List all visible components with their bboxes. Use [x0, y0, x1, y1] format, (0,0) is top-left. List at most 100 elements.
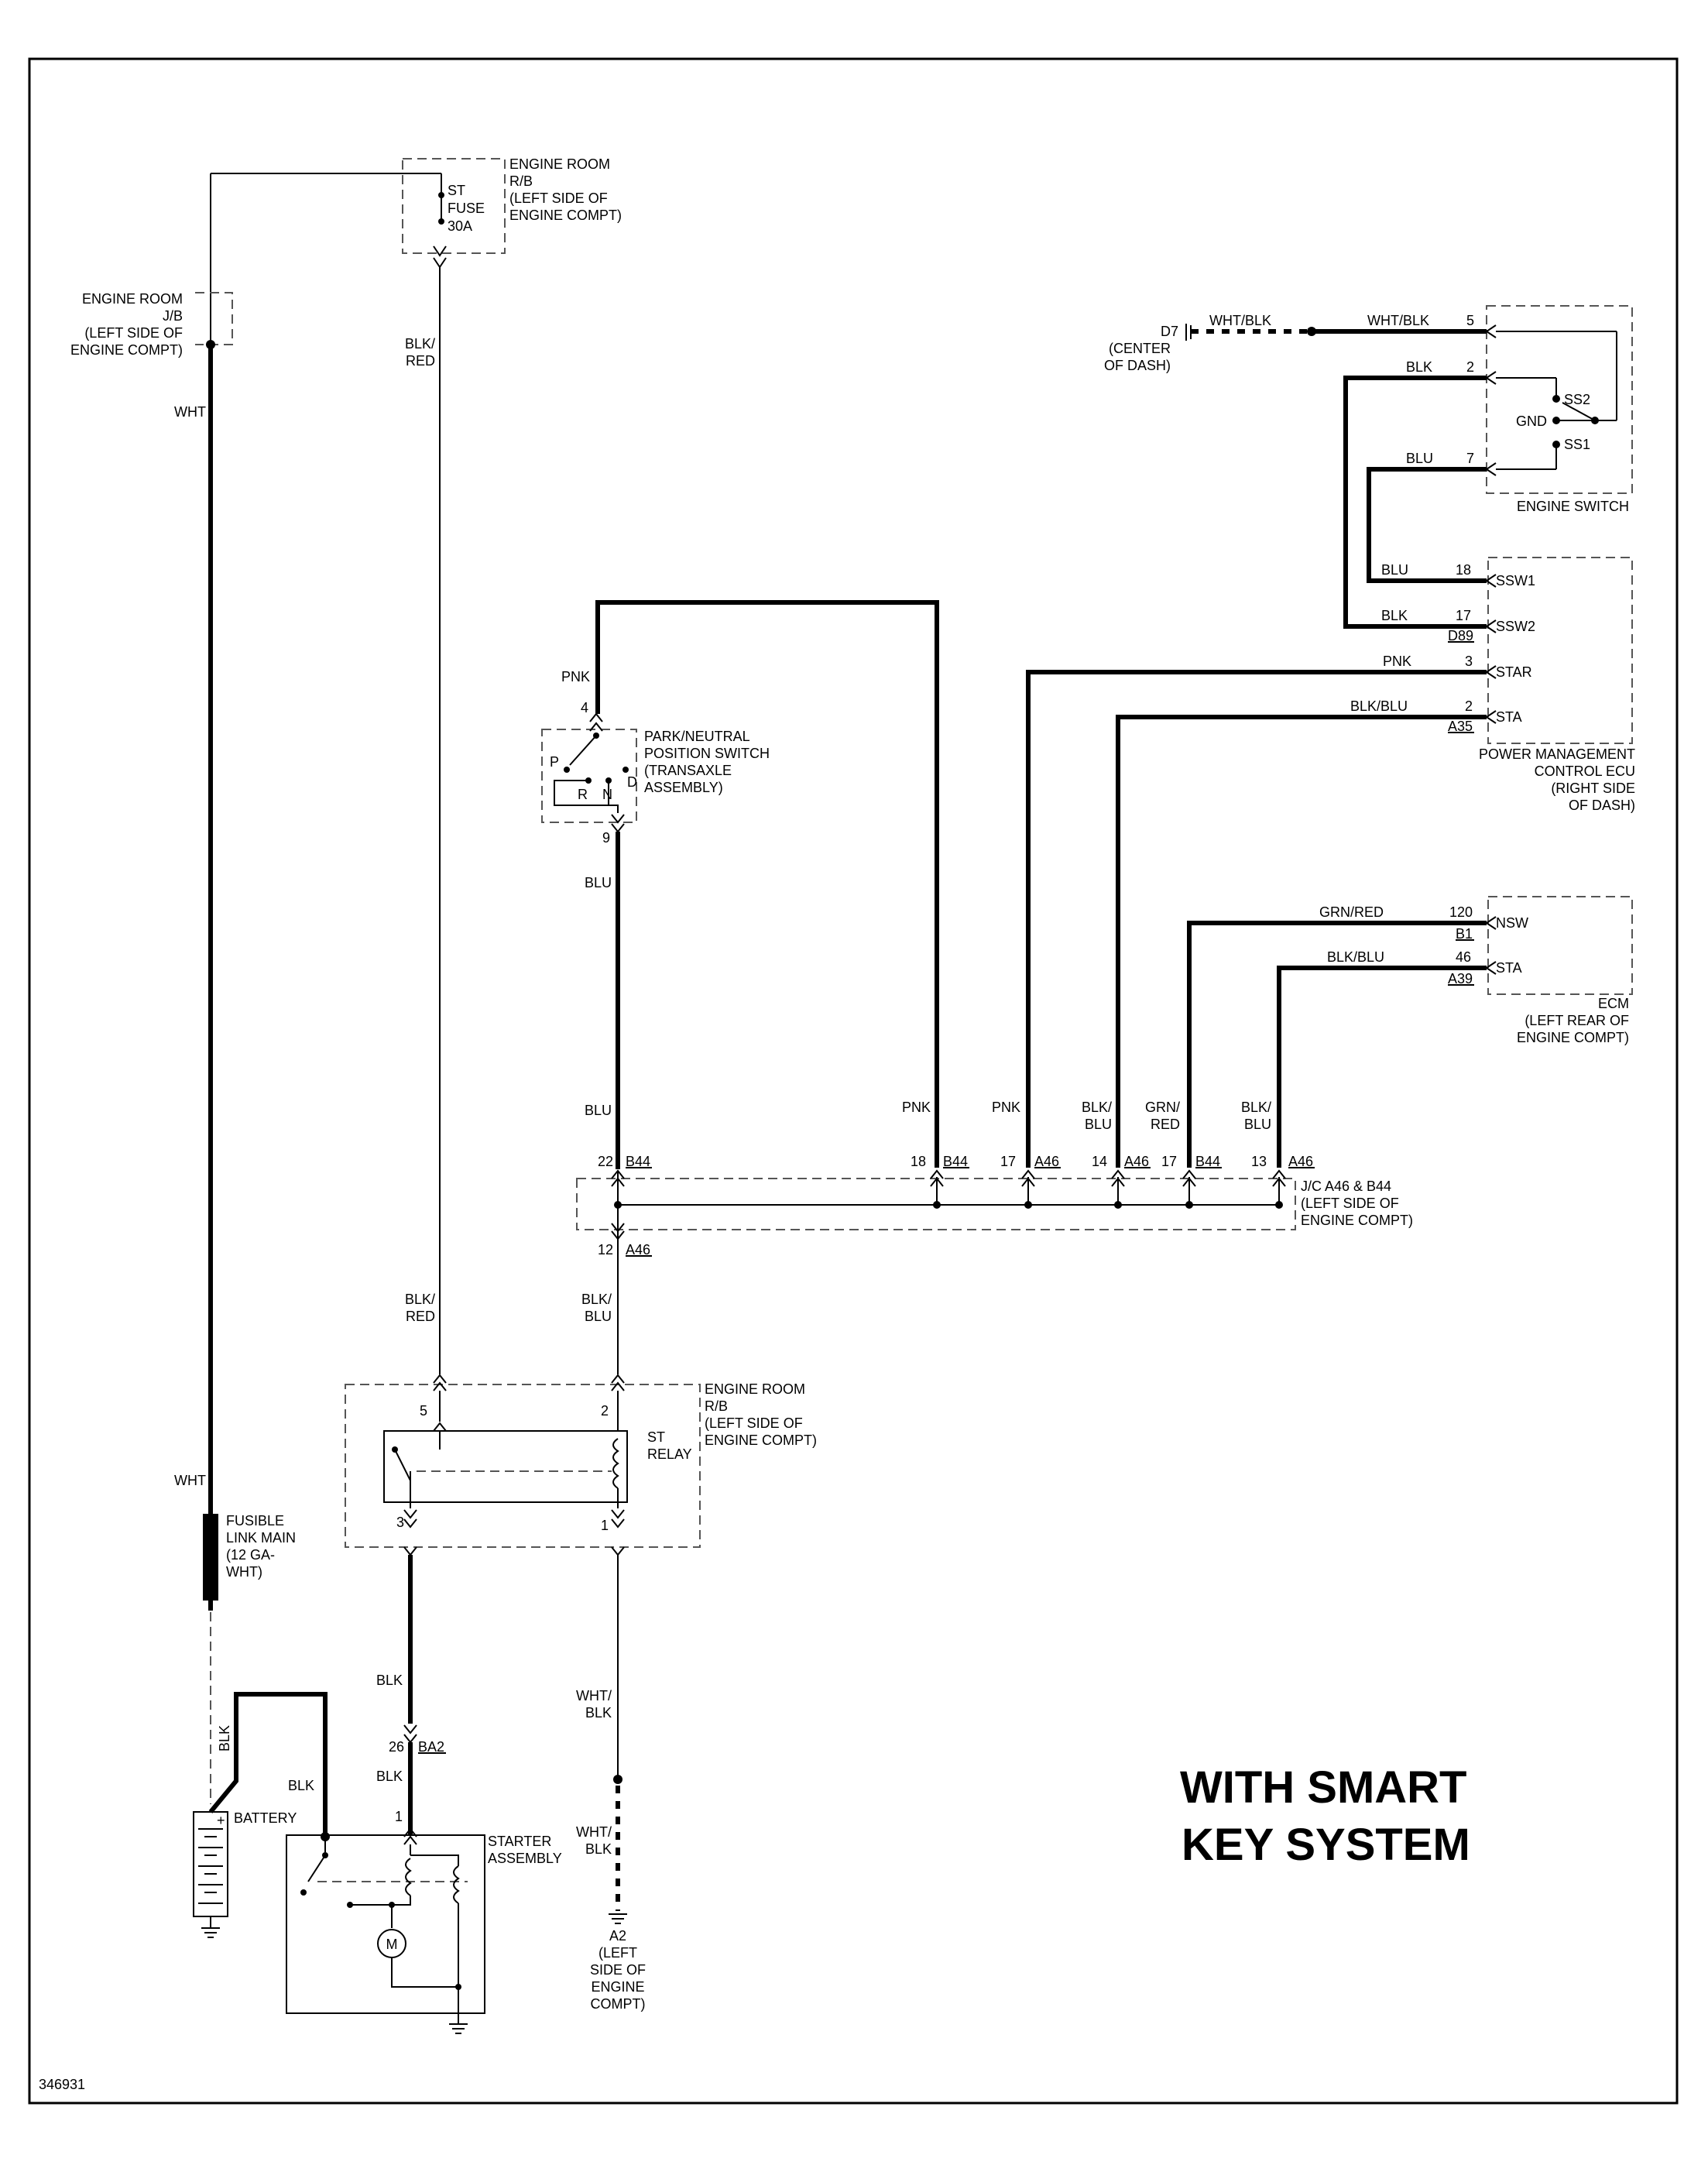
jc-label-1: J/C A46 & B44: [1301, 1179, 1391, 1194]
wire-label-blk-red-1a: BLK/: [405, 336, 435, 352]
jc-pin-17a: 17: [1000, 1154, 1016, 1169]
wire-label-blk-es2: BLK: [1406, 359, 1432, 375]
wire-label-blk-blu-ecm: BLK/BLU: [1327, 949, 1384, 965]
st-relay-label-2: RELAY: [647, 1446, 692, 1462]
ecm-conn-a39: A39: [1448, 971, 1473, 986]
wire-label-pnk-jc18: PNK: [902, 1100, 931, 1115]
wire-label-grn-red-jc17a: GRN/: [1145, 1100, 1180, 1115]
ecm-label-3: ENGINE COMPT): [1517, 1030, 1629, 1045]
park-neutral-position-switch: P R N D PARK/NEUTRAL POSITION SWITCH (TR…: [541, 712, 770, 833]
wire-label-blk-batt-1: BLK: [217, 1725, 232, 1752]
ecu-pin-ssw1: SSW1: [1496, 573, 1535, 588]
wire-label-blk-blu-jc13b: BLU: [1244, 1117, 1271, 1132]
a2-label-2: (LEFT: [598, 1945, 637, 1961]
a2-label-3: SIDE OF: [590, 1962, 646, 1978]
pms-label-3: (TRANSAXLE: [644, 763, 732, 778]
rb-relay-label-4: ENGINE COMPT): [705, 1432, 817, 1448]
jc-conn-a46-1: A46: [1034, 1154, 1059, 1169]
wire-label-wht-2: WHT: [174, 1473, 206, 1488]
rb-top-label-4: ENGINE COMPT): [509, 208, 622, 223]
wire-label-blu-es7: BLU: [1406, 451, 1433, 466]
es-pin-gnd: GND: [1516, 413, 1547, 429]
wire-label-blk-blu-relay-a: BLK/: [581, 1292, 612, 1307]
wire-label-blk-blu-relay-b: BLU: [585, 1309, 612, 1324]
relay-pin-2: 2: [601, 1403, 609, 1419]
wire-label-wht-blk-2: WHT/BLK: [1367, 313, 1429, 328]
ecm-pin-46: 46: [1456, 949, 1471, 965]
wire-label-wht-1: WHT: [174, 404, 206, 420]
ecu-conn-d89: D89: [1448, 628, 1473, 643]
starter-conn-ba2: BA2: [418, 1739, 444, 1755]
pms-label-2: POSITION SWITCH: [644, 746, 770, 761]
jc-pin-18: 18: [911, 1154, 926, 1169]
engine-switch-label: ENGINE SWITCH: [1517, 499, 1629, 514]
st-fuse-label-2: FUSE: [448, 201, 485, 216]
ec-pin-3: 3: [1465, 654, 1473, 669]
jc-conn-a46-3: A46: [1288, 1154, 1313, 1169]
pms-pos-d: D: [627, 774, 637, 790]
fusible-link-main: FUSIBLE LINK MAIN (12 GA- WHT): [203, 1513, 296, 1601]
wire-label-blk-blu-jc13a: BLK/: [1241, 1100, 1271, 1115]
pms-label-4: ASSEMBLY): [644, 780, 723, 795]
wire-label-wht-blk-1: WHT/BLK: [1209, 313, 1271, 328]
wire-label-pnk-star: PNK: [1383, 654, 1411, 669]
engine-switch: SS2 GND SS1 ENGINE SWITCH: [1485, 305, 1633, 514]
es-pin-5: 5: [1466, 313, 1474, 328]
st-fuse-label-1: ST: [448, 183, 465, 198]
diagram-title-line-1: WITH SMART: [1180, 1762, 1467, 1813]
pms-pos-r: R: [578, 787, 588, 802]
battery-label: BATTERY: [234, 1810, 297, 1826]
rb-top-label-2: R/B: [509, 173, 533, 189]
starter-pin-26: 26: [389, 1739, 404, 1755]
pms-pin-9: 9: [602, 830, 610, 846]
wire-label-grn-red-jc17b: RED: [1151, 1117, 1180, 1132]
rb-relay-label-1: ENGINE ROOM: [705, 1381, 805, 1397]
power-management-ecu: SSW1 SSW2 STAR STA POWER MANAGEMENT CONT…: [1479, 557, 1635, 813]
wire-label-blk-ec17: BLK: [1381, 608, 1408, 623]
es-pin-ss2: SS2: [1564, 392, 1590, 407]
relay-pin-5: 5: [420, 1403, 427, 1419]
wire-label-wht-blk-r1b: BLK: [585, 1705, 612, 1721]
figure-id: 346931: [39, 2077, 85, 2092]
wire-label-blk-blu-jc14b: BLU: [1085, 1117, 1112, 1132]
starter-pin-1: 1: [395, 1809, 403, 1824]
jb-label-3: (LEFT SIDE OF: [84, 325, 183, 341]
st-fuse-label-3: 30A: [448, 218, 472, 234]
ecu-pin-star: STAR: [1496, 664, 1532, 680]
ecu-label-2: CONTROL ECU: [1535, 763, 1635, 779]
battery: + BATTERY: [193, 1810, 297, 1938]
diagram-title-line-2: KEY SYSTEM: [1182, 1820, 1470, 1870]
jc-conn-a46-2: A46: [1124, 1154, 1149, 1169]
fusible-label-3: (12 GA-: [226, 1547, 275, 1563]
relay-pin-1: 1: [601, 1518, 609, 1533]
wire-label-wht-blk-r1c: WHT/: [576, 1824, 612, 1840]
wire-label-blk-starter-1: BLK: [376, 1673, 403, 1688]
jc-pin-13: 13: [1251, 1154, 1267, 1169]
engine-room-rb-top: ST FUSE 30A ENGINE ROOM R/B (LEFT SIDE O…: [402, 156, 622, 269]
st-relay-label-1: ST: [647, 1429, 665, 1445]
pms-pos-p: P: [550, 754, 559, 770]
es-pin-2: 2: [1466, 359, 1474, 375]
jc-conn-b44-1: B44: [626, 1154, 650, 1169]
jc-conn-a46-4: A46: [626, 1242, 650, 1257]
rb-relay-label-3: (LEFT SIDE OF: [705, 1415, 803, 1431]
engine-room-rb-st-relay: 5 2 3 1 ST RELAY ENGINE ROOM R/B (LEFT S…: [345, 1374, 817, 1556]
rb-top-label-1: ENGINE ROOM: [509, 156, 610, 172]
d7-label-1: D7: [1161, 324, 1178, 339]
ecm-label-1: ECM: [1598, 996, 1629, 1011]
jc-conn-b44-2: B44: [943, 1154, 968, 1169]
ecu-label-3: (RIGHT SIDE: [1551, 781, 1635, 796]
ecm-conn-b1: B1: [1456, 926, 1473, 942]
jb-label-2: J/B: [163, 308, 183, 324]
rb-top-label-3: (LEFT SIDE OF: [509, 190, 608, 206]
ecm-pin-nsw: NSW: [1496, 915, 1528, 931]
jc-pin-22: 22: [598, 1154, 613, 1169]
engine-room-jb: ENGINE ROOM J/B (LEFT SIDE OF ENGINE COM…: [70, 291, 233, 358]
fusible-label-2: LINK MAIN: [226, 1530, 296, 1546]
es-pin-7: 7: [1466, 451, 1474, 466]
ecu-conn-a35: A35: [1448, 719, 1473, 734]
a2-label-4: ENGINE: [591, 1979, 644, 1995]
rb-relay-label-2: R/B: [705, 1398, 728, 1414]
wire-label-blk-red-2b: RED: [406, 1309, 435, 1324]
pms-pos-n: N: [602, 787, 612, 802]
